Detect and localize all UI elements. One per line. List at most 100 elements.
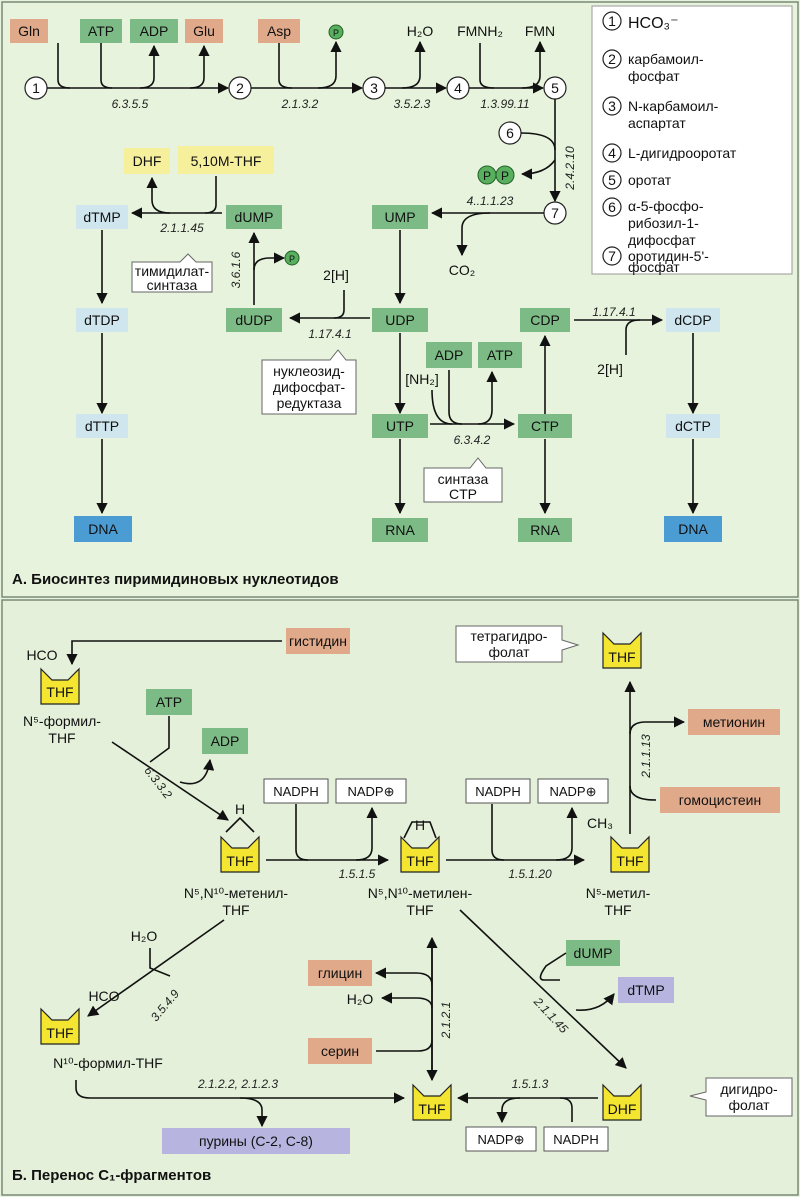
nadph-box-1 [263, 778, 329, 804]
legend-text: фосфат [628, 259, 680, 275]
legend-text: L-дигидрооротат [628, 145, 737, 161]
asp-box [258, 19, 300, 43]
ctp-label: CTP [531, 418, 559, 434]
callout-text: дигидро- [720, 1081, 778, 1097]
thf-label: THF [418, 1101, 445, 1117]
callout-text: фолат [728, 1097, 770, 1113]
methylene-h-label: H [415, 817, 425, 833]
legend-num: 2 [608, 51, 616, 67]
formyl-arrows [111, 716, 229, 821]
legend-text: аспартат [628, 115, 686, 131]
ec-label: 2.1.3.2 [281, 97, 319, 111]
dhf-box [124, 148, 170, 174]
hco-label-1: HCO [26, 647, 57, 663]
callout-text: тимидилат- [135, 263, 210, 279]
thf-label: THF [46, 1025, 73, 1041]
tetrahydrofolate-callout [455, 625, 580, 663]
dtmp-label: dTMP [83, 209, 120, 225]
methyl-thf-label: THF [604, 902, 631, 918]
callout-text: редуктаза [277, 395, 342, 411]
methylene-thf-label: N⁵,N¹⁰-метилен- [368, 885, 473, 901]
cdp-arrows [539, 314, 699, 415]
utp-box [372, 414, 428, 438]
dna-label-1: DNA [88, 521, 118, 537]
dttp-box [76, 414, 128, 438]
adp-label-b: ADP [211, 733, 240, 749]
dcdp-box [666, 308, 720, 332]
histidine-label: гистидин [289, 633, 347, 649]
nh2-label: [NH₂] [405, 371, 438, 387]
step-6: 6 [506, 125, 514, 141]
methenyl-thf-label: THF [222, 902, 249, 918]
methyl-thf-label: N⁵-метил- [586, 885, 651, 901]
formyl10-arrows [87, 919, 225, 1017]
ec-label: 1.17.4.1 [308, 327, 351, 341]
ch3-label: CH₃ [587, 815, 613, 831]
gln-box [10, 19, 48, 43]
formyl-thf-label: N⁵-формил- [23, 713, 101, 729]
legend-text: N-карбамоил- [628, 98, 719, 114]
methylene-dhf-arrows [459, 909, 627, 1069]
dctp-label: dCTP [675, 418, 711, 434]
formyl-thf-label: THF [48, 730, 75, 746]
dhf-thf-arrows [456, 1092, 598, 1124]
atp-label-b: ATP [156, 694, 182, 710]
ec-label: 1.5.1.20 [508, 867, 552, 881]
udp-box [372, 308, 428, 332]
legend-text: карбамоил- [628, 51, 704, 67]
serine-box [308, 1038, 372, 1064]
dump-box [226, 205, 282, 229]
adp-label: ADP [140, 23, 169, 39]
dtdp-label: dTDP [84, 312, 120, 328]
utp-ctp-arrows [96, 370, 699, 515]
mid-arrows-a [96, 176, 544, 305]
dtmp-label-b: dTMP [627, 982, 664, 998]
pp-label-2: P [501, 169, 509, 183]
ec-label: 1.17.4.1 [592, 305, 635, 319]
h2o-label-b2: H₂O [347, 991, 374, 1007]
legend-box [591, 5, 793, 275]
glu-label: Glu [193, 23, 215, 39]
thf-label: THF [608, 649, 635, 665]
gln-label: Gln [18, 23, 40, 39]
legend-num: 4 [608, 145, 616, 161]
step-5: 5 [551, 80, 559, 96]
ec-label: 2.4.2.10 [563, 146, 577, 191]
h2o-label: H₂O [407, 23, 434, 39]
ctp-box [518, 414, 572, 438]
formyl10-thf-label: N¹⁰-формил-THF [53, 1055, 163, 1071]
ec-label: 2.1.1.13 [639, 734, 653, 779]
thf-label: THF [46, 684, 73, 700]
callout-text: тетрагидро- [471, 628, 548, 644]
dihydrofolate-callout [689, 1077, 793, 1117]
atp-label-2: ATP [487, 347, 513, 363]
nadph-box-3 [543, 1126, 609, 1152]
dctp-box [666, 414, 720, 438]
dna-label-2: DNA [678, 521, 708, 537]
ctp-synthase-callout [423, 457, 503, 503]
purines-box [162, 1128, 350, 1154]
ec-label: 2.1.1.45 [159, 221, 204, 235]
ec-label: 1.5.1.3 [512, 1077, 549, 1091]
legend-text: фосфат [628, 68, 680, 84]
h-label: H [235, 801, 245, 817]
cdp-box [520, 308, 570, 332]
cdp-label: CDP [530, 312, 560, 328]
ec-label: 6.3.4.2 [454, 433, 491, 447]
step-2: 2 [236, 80, 244, 96]
serine-label: серин [321, 1043, 359, 1059]
utp-label: UTP [386, 418, 414, 434]
dna-box-2 [664, 516, 722, 542]
legend-num: 1 [608, 13, 616, 29]
fmnh2-label: FMNH₂ [457, 23, 503, 39]
glu-box [185, 19, 223, 43]
legend-num: 3 [608, 98, 616, 114]
pp-label-1: P [483, 169, 491, 183]
callout-text: CTP [449, 486, 477, 502]
step-1: 1 [32, 80, 40, 96]
adp-box-b [202, 728, 248, 754]
ec-label: 6.3.5.5 [112, 97, 149, 111]
atp-box-b [146, 689, 192, 715]
co2-label: CO₂ [449, 262, 475, 278]
